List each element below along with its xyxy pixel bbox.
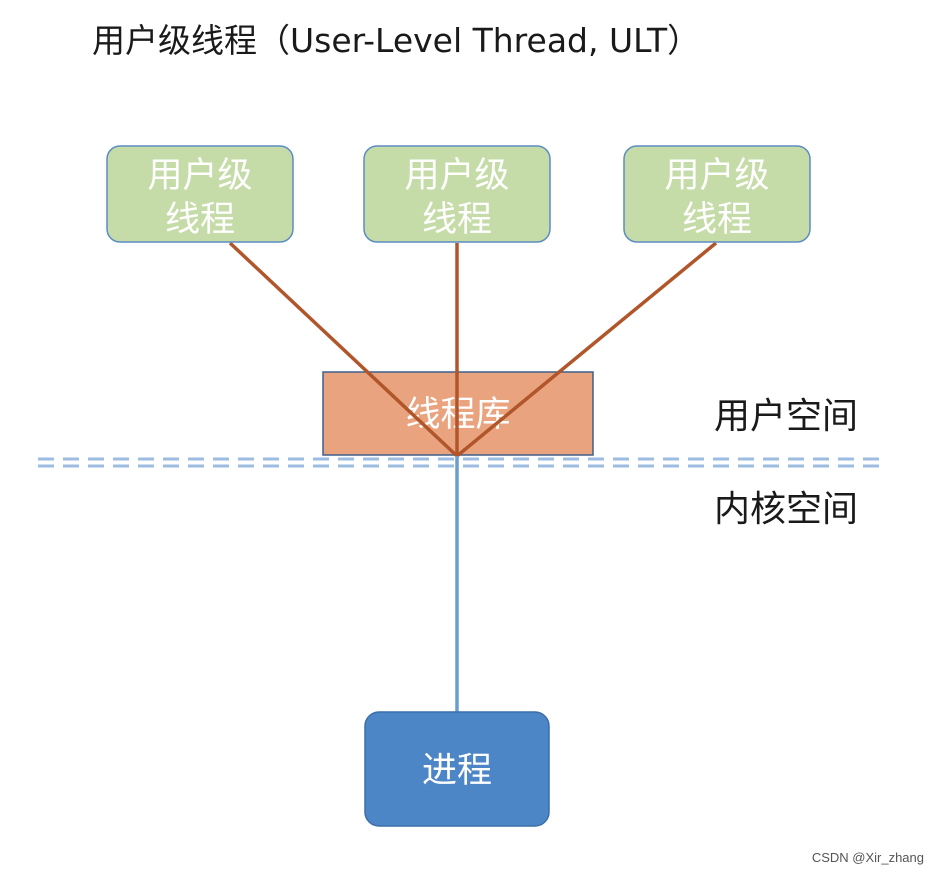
process-label: 进程 [422,751,492,791]
user-thread-label-line2: 线程 [682,200,752,240]
user-thread-label-line2: 线程 [422,200,492,240]
user-thread-box: 用户级 线程 [106,145,294,243]
user-thread-box: 用户级 线程 [623,145,811,243]
user-thread-label-line1: 用户级 [404,156,509,196]
kernel-space-label: 内核空间 [714,489,858,530]
connector-line [228,241,459,458]
user-thread-label-line2: 线程 [165,200,235,240]
user-kernel-divider [38,457,880,468]
diagram-title: 用户级线程（User-Level Thread, ULT） [92,21,701,60]
user-thread-box: 用户级 线程 [363,145,551,243]
user-space-label: 用户空间 [714,396,858,437]
user-thread-label-line1: 用户级 [664,156,769,196]
watermark: CSDN @Xir_zhang [811,850,924,865]
connector-line [455,241,718,458]
process-box: 进程 [364,711,550,827]
user-thread-label-line1: 用户级 [147,156,252,196]
thread-connectors [228,241,718,458]
